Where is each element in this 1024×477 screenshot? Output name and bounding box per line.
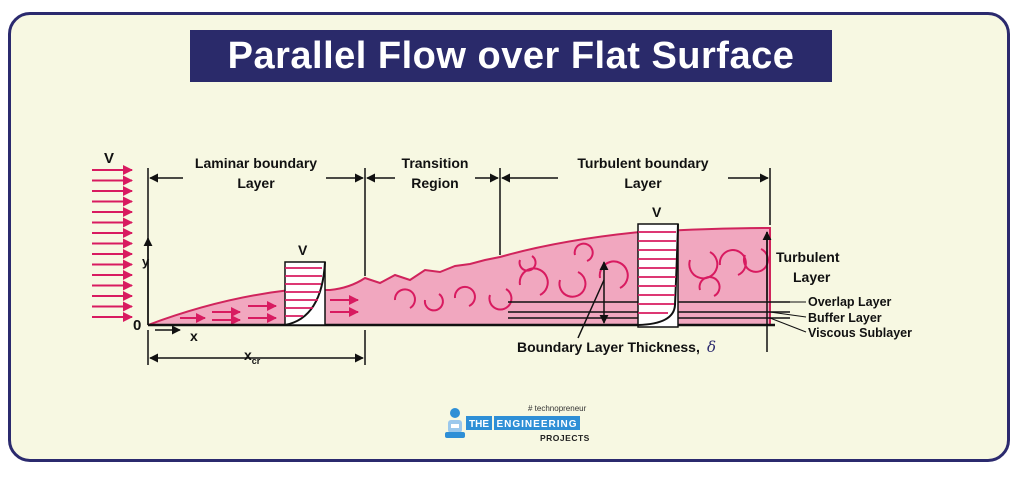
turbulent-label-line2: Layer [624, 175, 662, 191]
transition-label-line1: Transition [402, 155, 469, 171]
logo-engineering: ENGINEERING [496, 419, 577, 430]
turbulent-profile-velocity-label: V [652, 204, 662, 220]
boundary-layer-thickness-label: Boundary Layer Thickness, [517, 339, 700, 355]
origin-label: 0 [133, 317, 141, 334]
free-stream-velocity-label: V [104, 150, 114, 167]
laminar-label-line1: Laminar boundary [195, 155, 317, 171]
turbulent-velocity-profile: V [637, 204, 679, 328]
laminar-flow-arrows [180, 295, 359, 325]
laminar-profile-velocity-label: V [298, 242, 308, 258]
logo-tagline: # technopreneur [528, 404, 587, 413]
x-axis-label: x [190, 328, 198, 344]
turbulent-label-line1: Turbulent boundary [577, 155, 708, 171]
laminar-velocity-profile: V [284, 242, 326, 326]
sublayer-leader-lines [769, 301, 807, 333]
logo-the: THE [469, 419, 489, 430]
logo-projects: PROJECTS [540, 433, 590, 443]
thickness-indicator [577, 231, 772, 339]
turbulent-layer-label-line1: Turbulent [776, 249, 840, 265]
robot-icon [445, 408, 465, 438]
overlap-layer-label: Overlap Layer [808, 295, 892, 309]
critical-length-label: xcr [244, 347, 261, 366]
diagram-title: Parallel Flow over Flat Surface [190, 30, 832, 82]
logo: # technopreneur THE ENGINEERING PROJECTS [445, 404, 590, 443]
region-dimension-lines [149, 173, 769, 363]
buffer-layer-label: Buffer Layer [808, 311, 882, 325]
delta-symbol: δ [707, 338, 716, 356]
free-stream-arrows [92, 165, 133, 322]
viscous-sublayer-label: Viscous Sublayer [808, 326, 912, 340]
transition-label-line2: Region [411, 175, 458, 191]
diagram-frame [8, 12, 1010, 462]
turbulent-layer-label-line2: Layer [793, 269, 831, 285]
laminar-label-line2: Layer [237, 175, 275, 191]
y-axis-label: y [142, 254, 150, 269]
